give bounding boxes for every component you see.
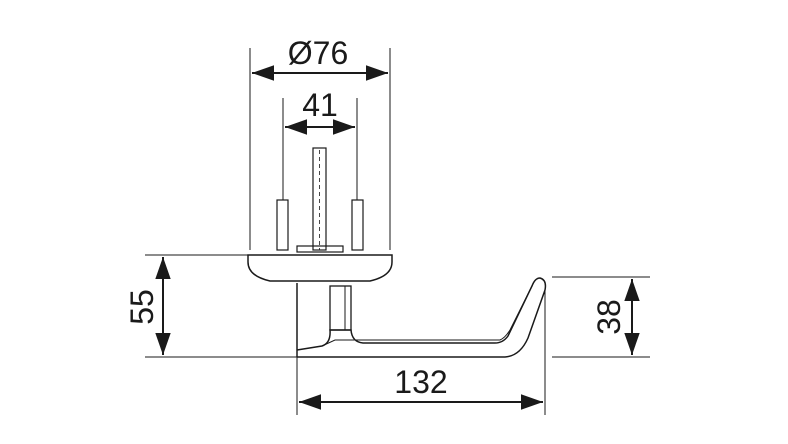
dimension-rose-height: 55 xyxy=(124,254,297,358)
dimension-rose-diameter: Ø76 xyxy=(249,35,391,250)
rose-outline xyxy=(247,254,393,282)
lever-body xyxy=(296,277,547,358)
rose-plate xyxy=(247,254,393,282)
dimension-label-rose-diameter: Ø76 xyxy=(288,35,348,71)
dimension-label-rose-height: 55 xyxy=(124,289,160,325)
screw-post-right xyxy=(351,199,364,251)
lever-body-edge xyxy=(321,281,535,347)
dimension-screw-spacing: 41 xyxy=(282,87,358,200)
lever-boss xyxy=(329,285,352,331)
dimension-label-lever-height: 38 xyxy=(591,299,627,335)
dimension-label-screw-spacing: 41 xyxy=(302,87,338,123)
spindle-washer xyxy=(296,245,344,253)
screw-post-left xyxy=(276,199,289,251)
dimension-lever-length: 132 xyxy=(296,290,546,415)
lever-handle xyxy=(296,277,547,358)
dimension-label-lever-length: 132 xyxy=(394,364,447,400)
spindle-assembly xyxy=(276,147,364,253)
dimension-lever-height: 38 xyxy=(552,276,650,358)
